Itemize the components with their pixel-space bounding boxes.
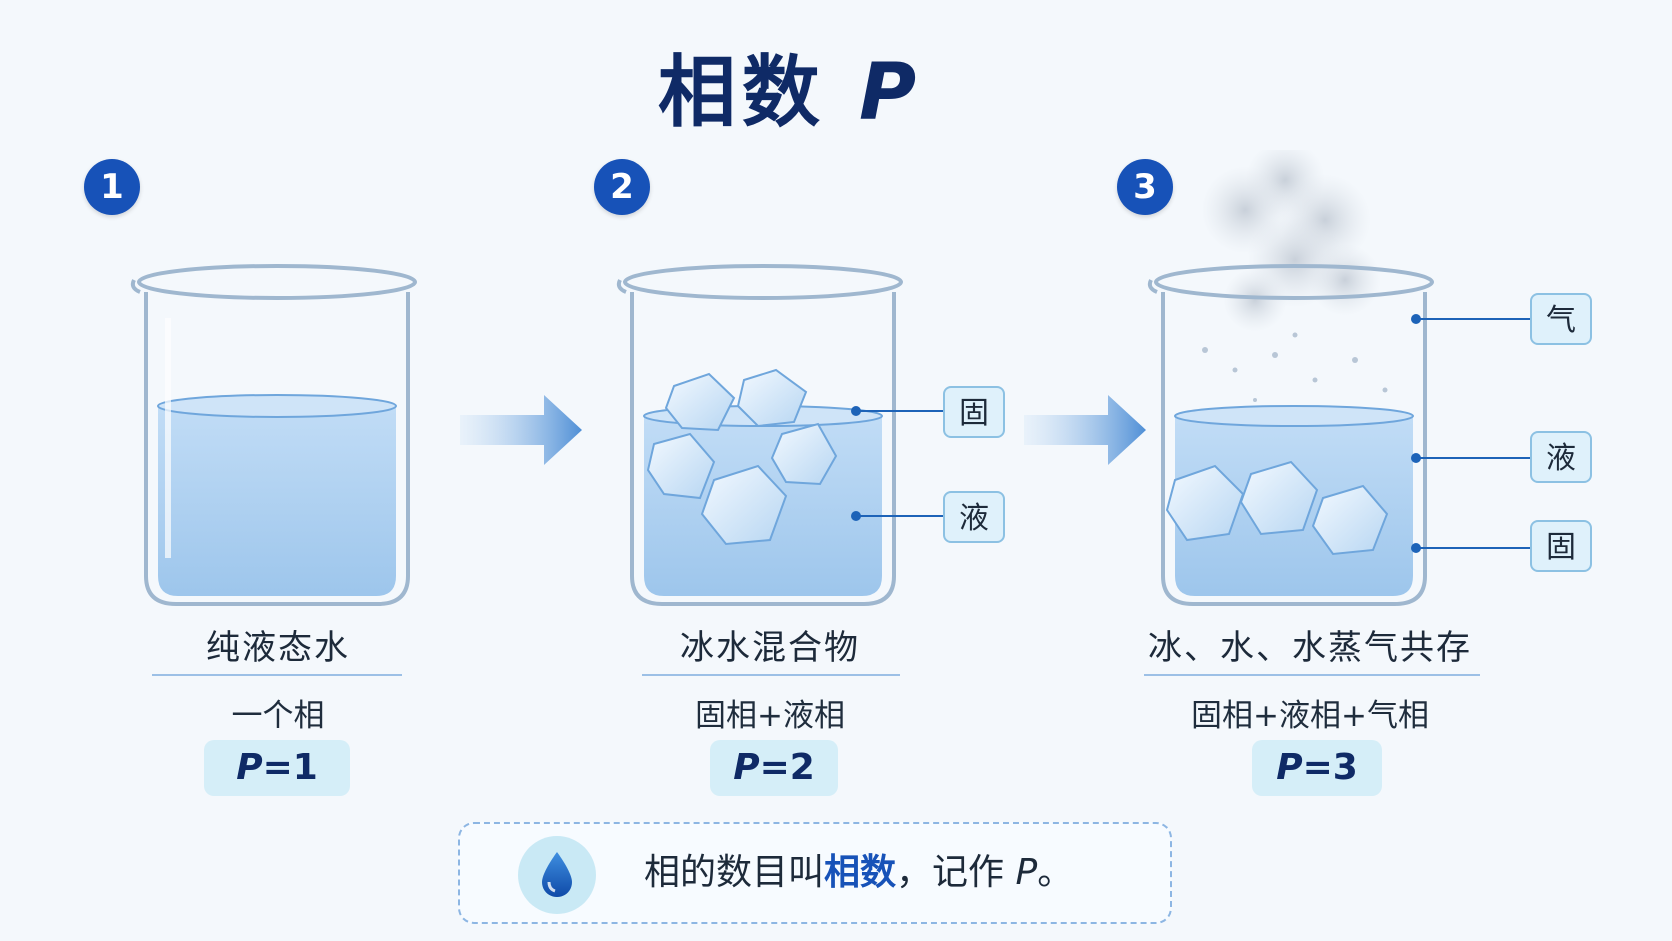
beaker-rim (623, 264, 903, 300)
right-arrow-icon (1024, 395, 1146, 465)
water-surface (1174, 405, 1414, 427)
tag-gas: 气 (1530, 293, 1592, 345)
definition-term: 相数 (824, 852, 897, 893)
beaker-three-phases (1147, 150, 1434, 606)
definition-pre: 相的数目叫 (644, 852, 825, 893)
p-symbol: P (236, 747, 263, 788)
step-number-3: 3 (1117, 159, 1173, 215)
definition-text: 相的数目叫相数，记作 P。 (644, 824, 1073, 922)
definition-note: 相的数目叫相数，记作 P。 (458, 822, 1172, 924)
liquid-leader-line (1416, 457, 1530, 459)
phase-count-1: P=1 (204, 740, 350, 796)
solid-leader-line (856, 410, 943, 412)
caption-1: 纯液态水 (206, 628, 350, 668)
right-arrow-icon (460, 395, 582, 465)
phase-description-1: 一个相 (231, 698, 325, 734)
definition-symbol: P (1015, 852, 1038, 893)
ice-cube (1311, 484, 1389, 556)
beaker-spout (616, 279, 627, 294)
beaker-spout (1147, 279, 1158, 294)
water-drop-icon (518, 836, 596, 914)
ice-cube (664, 372, 736, 432)
gas-leader-line (1416, 318, 1530, 320)
liquid-leader-line (856, 515, 943, 517)
step-number-1: 1 (84, 159, 140, 215)
vapor-droplets (1202, 332, 1388, 412)
beaker-rim (1154, 264, 1434, 300)
ice-cube (700, 464, 788, 546)
tag-liquid: 液 (1530, 431, 1592, 483)
phase-description-2: 固相+液相 (695, 698, 845, 734)
title-symbol: P (859, 48, 923, 138)
solid-leader-line (1416, 547, 1530, 549)
phase-count-2: P=2 (710, 740, 838, 796)
caption-divider-1 (152, 674, 402, 676)
phase-description-3: 固相+液相+气相 (1191, 698, 1429, 734)
page-title: 相数 P (0, 30, 1580, 142)
beaker-liquid-water (130, 264, 417, 606)
ice-cube (646, 432, 716, 500)
tag-liquid: 液 (943, 491, 1005, 543)
ice-cube (770, 422, 838, 486)
p-value: =3 (1302, 747, 1358, 788)
definition-mid: ，记作 (896, 852, 1016, 893)
ice-cube (1239, 460, 1319, 536)
p-symbol: P (1276, 747, 1303, 788)
beaker-ice-water (616, 264, 903, 606)
caption-3: 冰、水、水蒸气共存 (1148, 628, 1472, 668)
caption-divider-3 (1144, 674, 1480, 676)
steam-cloud (1201, 150, 1381, 332)
beaker-rim (137, 264, 417, 300)
step-number-2: 2 (594, 159, 650, 215)
caption-2: 冰水混合物 (680, 628, 860, 668)
phase-count-3: P=3 (1252, 740, 1382, 796)
definition-end: 。 (1037, 852, 1074, 893)
beaker-wall (144, 292, 410, 606)
p-value: =1 (262, 747, 318, 788)
tag-solid: 固 (943, 386, 1005, 438)
water-surface (157, 394, 397, 418)
beaker-wall (630, 292, 896, 606)
p-value: =2 (759, 747, 815, 788)
beaker-wall (1161, 292, 1427, 606)
beaker-spout (130, 279, 141, 294)
p-symbol: P (733, 747, 760, 788)
tag-solid: 固 (1530, 520, 1592, 572)
caption-divider-2 (642, 674, 900, 676)
ice-cube (736, 368, 808, 428)
water-liquid (158, 401, 396, 596)
title-main: 相数 (657, 48, 826, 138)
ice-cube (1165, 464, 1245, 542)
